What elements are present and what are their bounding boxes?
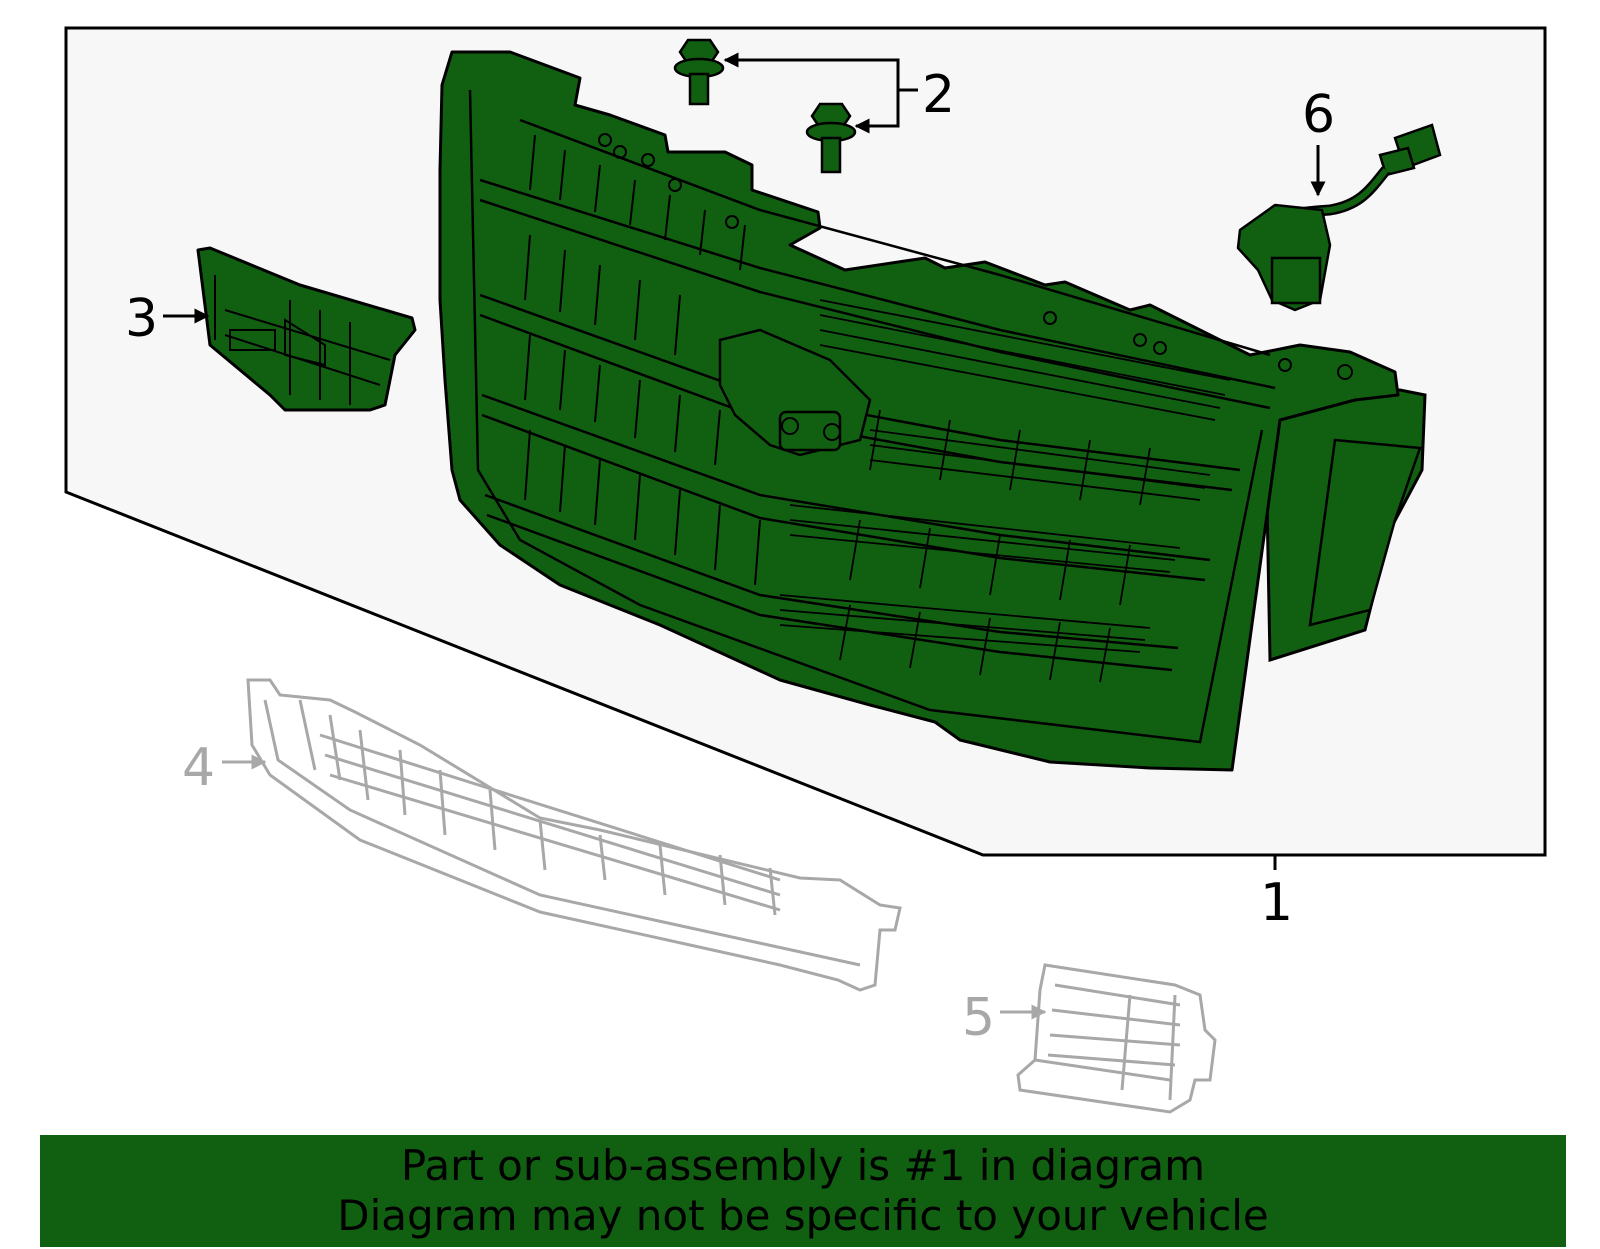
bolt-upper[interactable] bbox=[673, 38, 725, 106]
callout-6: 6 bbox=[1302, 85, 1335, 145]
leader-2 bbox=[723, 52, 918, 92]
wiring-harness[interactable] bbox=[1236, 123, 1442, 312]
callout-2: 2 bbox=[922, 65, 955, 125]
leader-2b bbox=[854, 90, 900, 134]
grille-assembly[interactable] bbox=[438, 50, 1427, 772]
callout-4: 4 bbox=[182, 738, 215, 798]
lower-grille[interactable] bbox=[246, 678, 902, 992]
fog-lamp-bezel[interactable] bbox=[1016, 963, 1217, 1114]
callout-3: 3 bbox=[125, 289, 158, 349]
emblem[interactable] bbox=[196, 246, 417, 412]
notice-line-1: Part or sub-assembly is #1 in diagram bbox=[400, 1141, 1206, 1190]
notice-line-2: Diagram may not be specific to your vehi… bbox=[337, 1191, 1269, 1240]
callout-5: 5 bbox=[962, 988, 995, 1048]
notice-banner: Part or sub-assembly is #1 in diagram Di… bbox=[40, 1135, 1566, 1247]
callout-1: 1 bbox=[1260, 873, 1293, 933]
